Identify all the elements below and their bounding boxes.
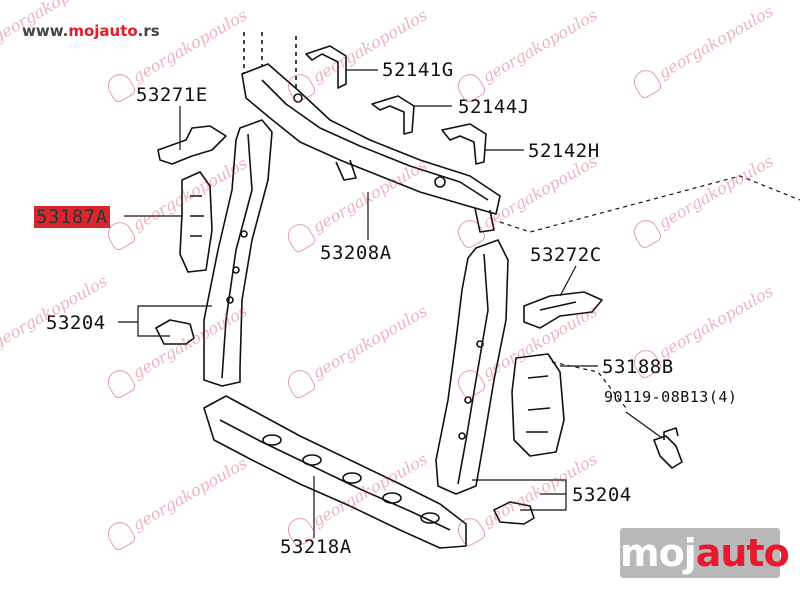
part-label-52142h[interactable]: 52142H bbox=[528, 140, 600, 162]
dashed-outline bbox=[499, 175, 800, 409]
clip-53204-left bbox=[155, 319, 195, 345]
part-label-90119[interactable]: 90119-08B13(4) bbox=[604, 388, 738, 406]
bracket-52142h bbox=[441, 123, 487, 165]
part-label-53218a[interactable]: 53218A bbox=[280, 536, 352, 558]
bracket-52144j bbox=[371, 95, 415, 135]
site-url-brand: mojauto bbox=[68, 22, 138, 40]
left-side-member bbox=[203, 119, 273, 387]
site-url-prefix: www. bbox=[22, 22, 69, 40]
mojauto-logo: mojauto bbox=[620, 528, 790, 578]
site-url[interactable]: www.mojauto.rs bbox=[22, 22, 160, 40]
part-label-53208a[interactable]: 53208A bbox=[320, 242, 392, 264]
part-label-52144j[interactable]: 52144J bbox=[458, 96, 530, 118]
part-label-53204-left[interactable]: 53204 bbox=[46, 312, 106, 334]
bracket-52141g bbox=[305, 45, 347, 89]
bolt-90119 bbox=[653, 427, 683, 469]
part-label-53204-right[interactable]: 53204 bbox=[572, 484, 632, 506]
part-label-53187a[interactable]: 53187A bbox=[34, 206, 110, 228]
bracket-53188b bbox=[511, 353, 565, 457]
leader-lines bbox=[118, 69, 663, 538]
bracket-53187a bbox=[179, 171, 213, 273]
part-label-52141g[interactable]: 52141G bbox=[382, 59, 454, 81]
bracket-53271e bbox=[157, 125, 227, 165]
guide-lines bbox=[243, 32, 297, 92]
lower-support-beam bbox=[203, 395, 467, 549]
part-label-53271e[interactable]: 53271E bbox=[136, 84, 208, 106]
right-side-member bbox=[435, 239, 509, 495]
clip-53204-right bbox=[493, 501, 535, 525]
part-label-53188b[interactable]: 53188B bbox=[602, 356, 674, 378]
upper-support-beam bbox=[241, 63, 501, 233]
site-url-suffix: .rs bbox=[137, 22, 160, 40]
part-label-53272c[interactable]: 53272C bbox=[530, 244, 602, 266]
